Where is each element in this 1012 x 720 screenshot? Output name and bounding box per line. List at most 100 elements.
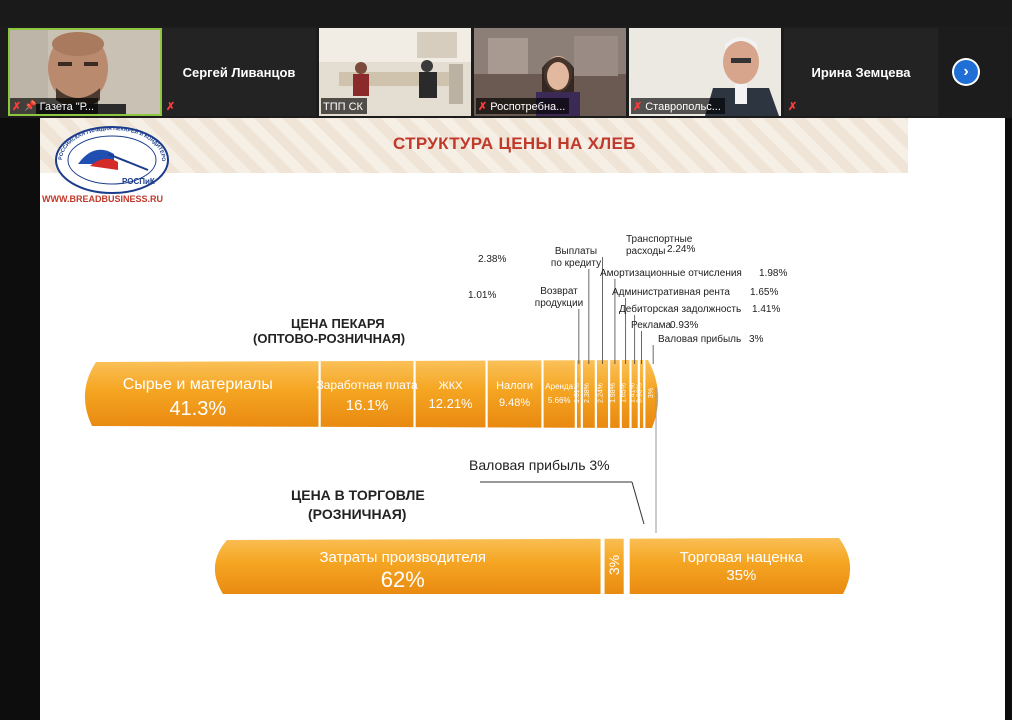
callout-pct: 2.24% bbox=[667, 244, 695, 255]
participant-tile-gazeta[interactable]: ✗ 📌 Газета "Р... bbox=[8, 28, 162, 116]
callout-pct: 3% bbox=[749, 334, 764, 345]
baker-segment bbox=[644, 360, 659, 428]
participant-name: Сергей Ливанцов bbox=[182, 64, 296, 80]
callout-name: Транспортные bbox=[626, 234, 693, 245]
baker-segment bbox=[542, 360, 576, 428]
window-top-bar bbox=[0, 0, 1012, 26]
slide-title: СТРУКТУРА ЦЕНЫ НА ХЛЕБ bbox=[393, 134, 636, 153]
mic-muted-icon: ✗ bbox=[166, 101, 176, 113]
baker-title-2: (ОПТОВО-РОЗНИЧНАЯ) bbox=[253, 331, 405, 346]
bread-price-chart: ЦЕНА ПЕКАРЯ (ОПТОВО-РОЗНИЧНАЯ) Сырье и м… bbox=[84, 234, 851, 594]
participant-label: ТПП СК bbox=[321, 98, 367, 114]
callout-name: Административная рента bbox=[612, 287, 730, 298]
retail-segment bbox=[604, 538, 624, 594]
retail-segment-name: Затраты производителя bbox=[320, 549, 487, 566]
baker-slice-label: 1.01% bbox=[574, 383, 581, 403]
participant-tile-zemtseva[interactable]: Ирина Земцева ✗ bbox=[784, 28, 938, 116]
mic-muted-icon: ✗ bbox=[478, 101, 488, 113]
retail-segment bbox=[214, 538, 601, 594]
next-page-button[interactable]: › bbox=[952, 58, 980, 86]
baker-segment-name: ЖКХ bbox=[439, 380, 464, 392]
logo-text: РОСПиК bbox=[122, 177, 155, 186]
participant-tile-stavropol[interactable]: ✗ Ставропольс... bbox=[629, 28, 781, 116]
baker-segment-value: 5.66% bbox=[548, 396, 571, 405]
callout-name: продукции bbox=[535, 298, 583, 309]
baker-segment bbox=[630, 360, 639, 428]
baker-segment bbox=[575, 360, 582, 428]
chevron-right-icon: › bbox=[954, 60, 978, 84]
participant-label: ✗ Роспотребна... bbox=[476, 98, 570, 114]
baker-segment bbox=[620, 360, 631, 428]
baker-slice-label: 1.98% bbox=[610, 383, 617, 403]
baker-segment bbox=[609, 360, 621, 428]
guild-logo: РОСПиК РОССИЙСКАЯ ГИЛЬДИЯ ПЕКАРЕЙ И КОНД… bbox=[52, 124, 169, 194]
baker-segment-value: 16.1% bbox=[346, 397, 389, 414]
retail-segment-value: 3% bbox=[606, 555, 622, 575]
callout-pct: 2.38% bbox=[478, 254, 506, 265]
baker-segment bbox=[84, 360, 320, 428]
baker-slice-label: 3% bbox=[648, 388, 655, 398]
baker-slice-label: 0.93% bbox=[637, 383, 644, 403]
callout-name: Выплаты bbox=[555, 246, 597, 257]
baker-slice-label: 2.38% bbox=[584, 383, 591, 403]
baker-title-1: ЦЕНА ПЕКАРЯ bbox=[291, 316, 385, 331]
mic-muted-icon: ✗ bbox=[788, 101, 798, 113]
baker-segment-value: 12.21% bbox=[429, 396, 474, 411]
baker-slice-label: 1.41% bbox=[630, 383, 637, 403]
participant-tile-rospotreb[interactable]: ✗ Роспотребна... bbox=[474, 28, 626, 116]
retail-segment bbox=[629, 538, 851, 594]
slide-url: WWW.BREADBUSINESS.RU bbox=[42, 194, 163, 204]
participant-label: ✗ 📌 Газета "Р... bbox=[10, 98, 99, 114]
mic-muted-icon: ✗ bbox=[633, 101, 643, 113]
callout-pct: 1.01% bbox=[468, 290, 496, 301]
callout-name: расходы bbox=[626, 246, 665, 257]
retail-segment-name: Торговая наценка bbox=[680, 549, 804, 566]
baker-segment-value: 41.3% bbox=[169, 398, 226, 420]
callout-name: Возврат bbox=[540, 286, 578, 297]
callout-pct: 1.98% bbox=[759, 268, 787, 279]
baker-segment bbox=[638, 360, 645, 428]
mic-muted-icon: ✗ bbox=[12, 101, 22, 113]
baker-segment-name: Заработная плата bbox=[317, 378, 418, 392]
callout-name: Дебиторская задолжность bbox=[619, 303, 741, 315]
callout-name: по кредиту bbox=[551, 258, 601, 269]
participant-strip: ✗ 📌 Газета "Р... Сергей Ливанцов ✗ ТПП С… bbox=[0, 26, 1012, 118]
retail-callout-label: Валовая прибыль 3% bbox=[469, 457, 610, 473]
participant-label: ✗ bbox=[164, 98, 179, 114]
baker-segment-name: Налоги bbox=[496, 380, 533, 392]
baker-segment-value: 9.48% bbox=[499, 397, 530, 409]
participant-label: ✗ Ставропольс... bbox=[631, 98, 725, 114]
baker-segment bbox=[595, 360, 610, 428]
baker-segment bbox=[581, 360, 596, 428]
participant-label: ✗ bbox=[786, 98, 801, 114]
baker-slice-label: 1.65% bbox=[621, 383, 628, 403]
slide-header: СТРУКТУРА ЦЕНЫ НА ХЛЕБ bbox=[40, 118, 908, 173]
callout-pct: 0.93% bbox=[670, 320, 698, 331]
callout-name: Валовая прибыль bbox=[658, 333, 741, 345]
retail-title-2: (РОЗНИЧНАЯ) bbox=[308, 506, 406, 522]
baker-segment bbox=[319, 360, 415, 428]
baker-bread-shape: Сырье и материалы 41.3% Заработная плата 16… bbox=[84, 356, 659, 430]
retail-segment-value: 35% bbox=[726, 567, 756, 584]
baker-segment bbox=[414, 360, 487, 428]
participant-tile-tpp[interactable]: ТПП СК bbox=[319, 28, 471, 116]
screen-share-area: СТРУКТУРА ЦЕНЫ НА ХЛЕБ РОСПиК РОССИЙСКАЯ… bbox=[0, 118, 1012, 720]
retail-callout-line bbox=[631, 481, 645, 525]
callout-pct: 1.41% bbox=[752, 304, 780, 315]
callout-name: Реклама bbox=[631, 320, 672, 331]
pin-icon: 📌 bbox=[24, 101, 37, 112]
baker-segment bbox=[486, 360, 543, 428]
participant-name: Ирина Земцева bbox=[811, 64, 911, 80]
callout-name: Амортизационные отчисления bbox=[600, 268, 742, 279]
baker-price-group: ЦЕНА ПЕКАРЯ (ОПТОВО-РОЗНИЧНАЯ) Сырье и м… bbox=[84, 234, 787, 430]
participant-tile-livantsov[interactable]: Сергей Ливанцов ✗ bbox=[162, 28, 316, 116]
presentation-slide: СТРУКТУРА ЦЕНЫ НА ХЛЕБ РОСПиК РОССИЙСКАЯ… bbox=[40, 118, 1005, 720]
retail-price-group: ЦЕНА В ТОРГОВЛЕ (РОЗНИЧНАЯ) Затраты прои… bbox=[214, 387, 851, 594]
baker-segment-name: Сырье и материалы bbox=[123, 376, 273, 393]
retail-title-1: ЦЕНА В ТОРГОВЛЕ bbox=[291, 487, 425, 503]
baker-segment-name: Аренда bbox=[545, 382, 573, 391]
retail-segment-value: 62% bbox=[381, 567, 425, 592]
callout-pct: 1.65% bbox=[750, 287, 778, 298]
